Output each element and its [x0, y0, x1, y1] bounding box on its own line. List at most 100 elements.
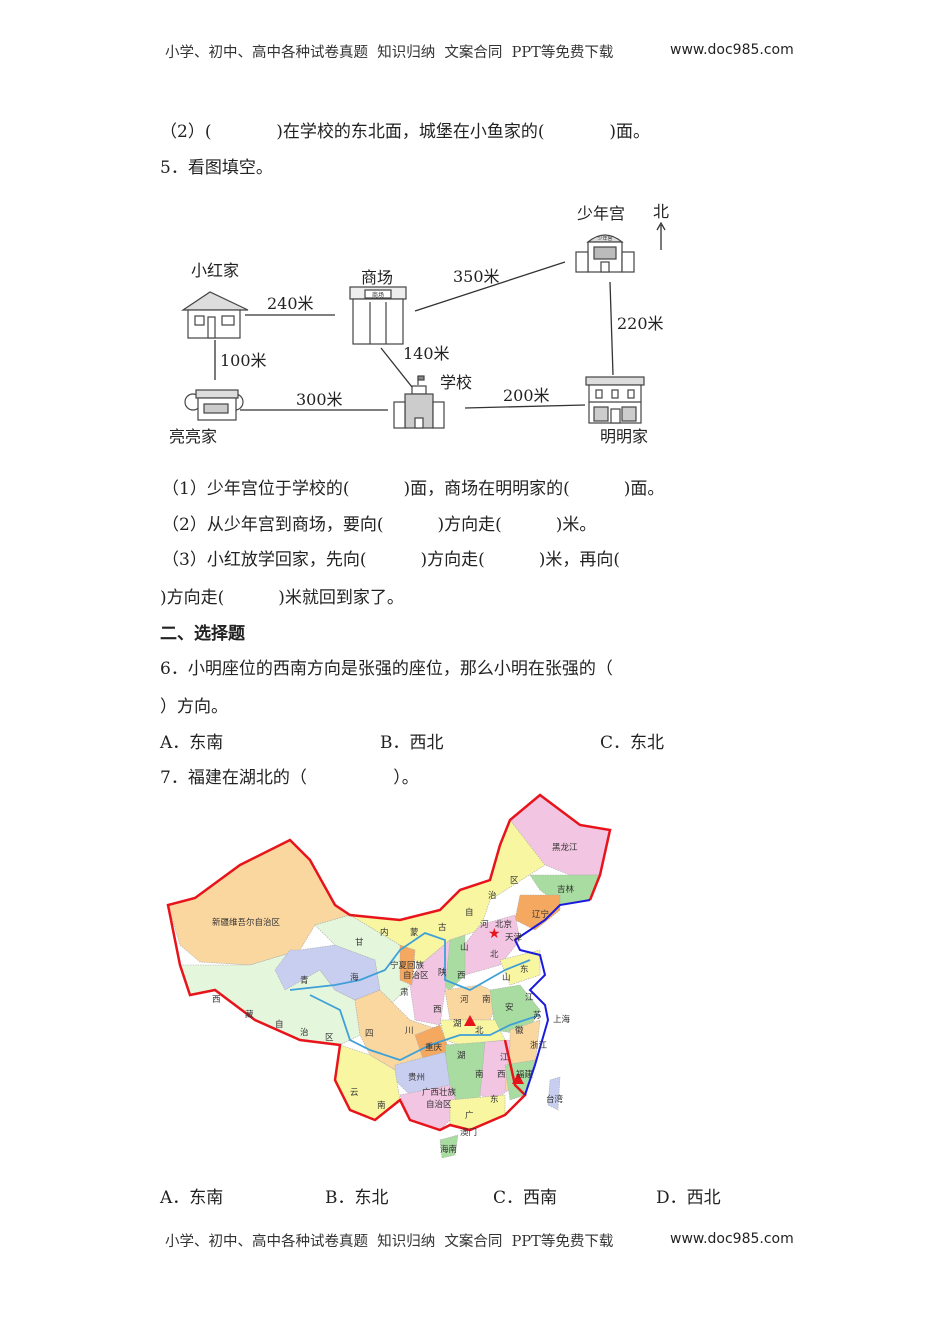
q5-sub3a: （3）小红放学回家，先向( )方向走( )米，再向( — [162, 550, 621, 570]
map-label: 肃 — [400, 987, 409, 998]
map-label: 河 — [460, 994, 469, 1005]
label-liangliang: 亮亮家 — [169, 427, 217, 446]
region-guangxi — [399, 1084, 461, 1131]
map-label-liaoning: 辽宁 — [532, 909, 549, 920]
map-label: 治 — [300, 1027, 309, 1038]
map-label: 云 — [350, 1088, 359, 1098]
map-label-jilin: 吉林 — [557, 884, 575, 895]
map-label-taiwan: 台湾 — [546, 1094, 564, 1105]
map-label: 山 — [502, 972, 511, 983]
label-xiaohong: 小红家 — [191, 261, 239, 280]
map-label: 甘 — [355, 937, 364, 948]
fujian-marker-icon — [512, 1073, 524, 1084]
map-label: 青 — [300, 975, 309, 986]
map-label: 东 — [520, 964, 529, 975]
label-north: 北 — [653, 202, 669, 221]
distance-100: 100米 — [220, 351, 267, 370]
map-label: 湖 — [453, 1019, 462, 1029]
map-label: 海 — [350, 972, 359, 983]
q4-part2: （2）( )在学校的东北面，城堡在小鱼家的( )面。 — [160, 122, 651, 142]
shangchang-building-icon: 商场 — [349, 286, 407, 345]
map-label: 河 — [480, 919, 489, 930]
distance-200: 200米 — [503, 386, 550, 405]
section-heading: 二、选择题 — [160, 624, 245, 644]
map-label: 江 — [525, 993, 534, 1003]
map-label: 西 — [433, 1005, 442, 1015]
footer-url[interactable]: www.doc985.com — [670, 1231, 794, 1247]
q7-option-d: D．西北 — [656, 1188, 721, 1208]
national-border — [166, 793, 612, 1132]
map-label-fujian: 福建 — [516, 1069, 534, 1080]
path-xuexiao-mingming — [464, 404, 586, 409]
map-label: 北 — [490, 950, 499, 960]
map-label-shanghai: 上海 — [553, 1014, 571, 1025]
region-ningxia — [399, 944, 416, 986]
map-label: 西 — [497, 1070, 506, 1080]
map-label: 自 — [465, 907, 474, 918]
map-label: 古 — [438, 922, 447, 933]
map-label: 东 — [490, 1094, 499, 1105]
label-shaoniangong: 少年宫 — [577, 204, 625, 223]
xuexiao-building-icon — [393, 375, 445, 429]
q5-sub1: （1）少年宫位于学校的( )面，商场在明明家的( )面。 — [162, 479, 665, 499]
map-label: 广 — [465, 1110, 474, 1121]
path-shangchang-shaoniangong — [414, 261, 566, 312]
map-label: 四 — [365, 1029, 374, 1039]
header-title: 小学、初中、高中各种试卷真题 知识归纳 文案合同 PPT等免费下载 — [165, 45, 614, 61]
map-label: 安 — [505, 1002, 514, 1013]
map-label: 治 — [488, 890, 497, 901]
map-label: 川 — [405, 1026, 414, 1036]
q6-option-a: A．东南 — [160, 733, 224, 753]
map-label: 南 — [377, 1100, 386, 1111]
map-label-chongqing: 重庆 — [425, 1042, 443, 1053]
distance-350: 350米 — [453, 267, 500, 286]
map-label: 山 — [460, 942, 469, 953]
q7-option-c: C．西南 — [493, 1188, 558, 1208]
liangliang-house-icon — [184, 389, 244, 421]
map-label-tianjin: 天津 — [505, 932, 523, 943]
region-liaoning — [514, 894, 561, 931]
map-label-beijing: 北京 — [495, 919, 512, 930]
map-label: 苏 — [533, 1010, 542, 1021]
map-label-ningxia: 宁夏回族 — [390, 960, 425, 971]
map-label: 西 — [212, 995, 221, 1005]
map-label: 北 — [475, 1026, 484, 1036]
region-xinjiang — [167, 839, 351, 966]
q7-option-b: B．东北 — [325, 1188, 389, 1208]
label-shangchang: 商场 — [361, 268, 393, 287]
q7-option-a: A．东南 — [160, 1188, 224, 1208]
region-shaanxi — [409, 939, 451, 1026]
distance-140: 140米 — [403, 344, 450, 363]
path-shaoniangong-mingming — [609, 281, 614, 376]
header-url[interactable]: www.doc985.com — [670, 42, 794, 58]
q5-sub3b: )方向走( )米就回到家了。 — [160, 588, 404, 608]
map-label-guangxi: 自治区 — [426, 1099, 452, 1110]
map-label-xinjiang: 新疆维吾尔自治区 — [212, 917, 281, 928]
map-label-hainan: 海南 — [440, 1144, 457, 1155]
xiaohong-house-icon — [181, 291, 249, 339]
map-label-zhejiang: 浙江 — [530, 1040, 548, 1051]
q6-option-c: C．东北 — [600, 733, 665, 753]
q5-title: 5．看图填空。 — [160, 158, 273, 178]
region-taiwan — [547, 1076, 561, 1111]
footer-title: 小学、初中、高中各种试卷真题 知识归纳 文案合同 PPT等免费下载 — [165, 1234, 614, 1250]
region-jilin — [529, 874, 601, 906]
map-label: 区 — [325, 1033, 334, 1043]
label-xuexiao: 学校 — [440, 373, 472, 392]
label-mingming: 明明家 — [600, 427, 648, 446]
q6-text-a: 6．小明座位的西南方向是张强的座位，那么小明在张强的（ — [160, 659, 613, 679]
map-label: 南 — [475, 1069, 484, 1080]
path-shangchang-xuexiao — [380, 347, 413, 388]
direction-diagram: 商场 少年宫 小红家 商场 少年宫 北 亮亮家 学校 明明家 2 — [169, 202, 669, 446]
map-label: 区 — [510, 876, 519, 886]
map-label: 内 — [380, 927, 389, 938]
map-label: 江 — [500, 1053, 509, 1063]
map-label-aomen: 澳门 — [460, 1127, 477, 1138]
map-label: 徽 — [515, 1025, 524, 1036]
q5-sub2: （2）从少年宫到商场，要向( )方向走( )米。 — [162, 515, 597, 535]
region-hainan — [439, 1134, 459, 1159]
map-label: 蒙 — [410, 927, 419, 938]
river-yellow — [289, 932, 531, 991]
map-label: 西 — [457, 971, 466, 981]
map-label: 陕 — [438, 967, 447, 978]
